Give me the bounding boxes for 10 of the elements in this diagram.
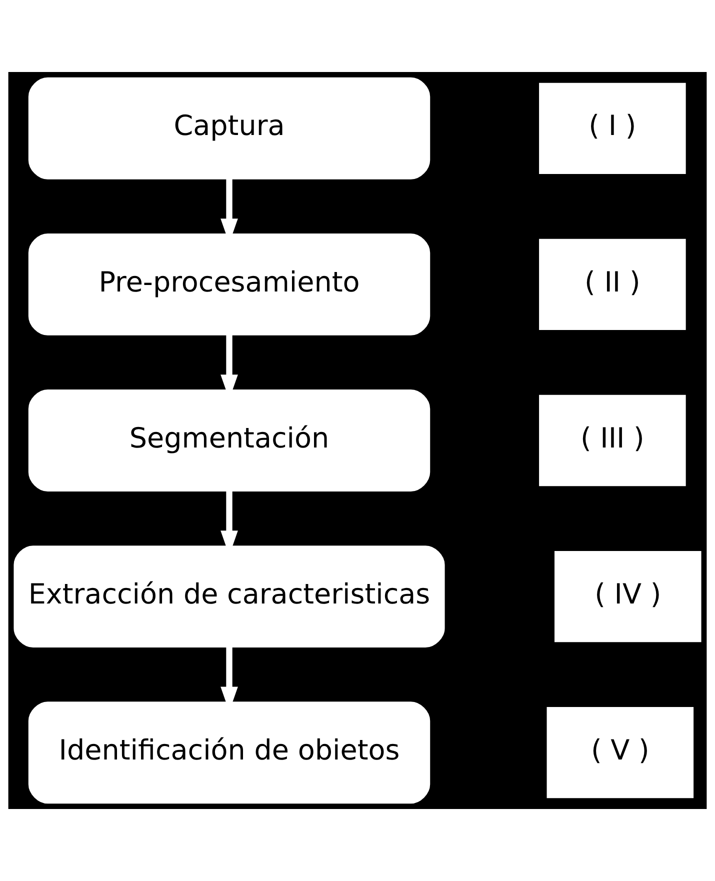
node-box: ( V ) <box>546 707 694 798</box>
node-box: Captura <box>28 77 430 180</box>
node-box: Identificación de obietos <box>28 702 430 804</box>
node-box: ( III ) <box>539 394 686 486</box>
node-box: Extracción de caracteristicas <box>14 546 445 648</box>
node-box: ( IV ) <box>554 550 702 642</box>
node-box: Pre-procesamiento <box>28 233 430 336</box>
node-box: Segmentación <box>28 390 430 492</box>
node-box: ( II ) <box>539 238 686 330</box>
node-box: ( I ) <box>539 82 686 174</box>
